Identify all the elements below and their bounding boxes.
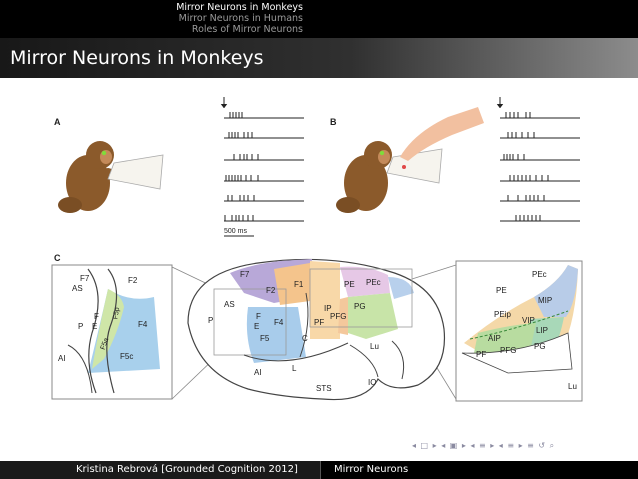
svg-text:F2: F2 <box>128 276 138 285</box>
svg-text:IO: IO <box>368 378 376 387</box>
slide-title: Mirror Neurons in Monkeys <box>10 47 264 69</box>
svg-text:Lu: Lu <box>370 342 379 351</box>
svg-text:AS: AS <box>72 284 83 293</box>
footer-author: Kristina Rebrová [Grounded Cognition 201… <box>76 464 298 475</box>
svg-text:PE: PE <box>344 280 355 289</box>
footer-divider <box>320 461 321 479</box>
nav-item-monkeys[interactable]: Mirror Neurons in Monkeys <box>176 2 303 13</box>
footer-bar: Kristina Rebrová [Grounded Cognition 201… <box>0 461 638 479</box>
food-item <box>402 165 406 169</box>
panel-a-label: A <box>54 117 61 127</box>
footer-section: Mirror Neurons <box>334 464 409 475</box>
svg-text:F5a: F5a <box>100 337 111 351</box>
mirror-neuron-figure: A 500 ms B <box>51 97 583 402</box>
svg-text:MIP: MIP <box>538 296 552 305</box>
svg-text:F: F <box>256 312 261 321</box>
inset-frontal: F7 F2 AS F5p F4 P F E F5a F5c AI <box>51 264 173 400</box>
panel-c-label: C <box>54 253 61 263</box>
spike-trains-a <box>220 97 304 222</box>
nav-item-humans[interactable]: Mirror Neurons in Humans <box>178 13 303 24</box>
beamer-navigation-icons[interactable]: ◂ □ ▸ ◂ ▣ ▸ ◂ ≡ ▸ ◂ ≡ ▸ ≡ ↺ ⌕ <box>412 441 556 450</box>
tray-a <box>107 154 164 190</box>
human-arm <box>400 107 484 161</box>
svg-text:E: E <box>254 322 259 331</box>
svg-text:PFG: PFG <box>330 312 346 321</box>
top-navigation-bar: Mirror Neurons in Monkeys Mirror Neurons… <box>0 0 638 38</box>
svg-text:P: P <box>208 316 213 325</box>
svg-text:F4: F4 <box>274 318 284 327</box>
svg-text:F7: F7 <box>80 274 90 283</box>
svg-text:C: C <box>302 334 308 343</box>
scale-bar-label: 500 ms <box>224 228 247 235</box>
svg-text:PF: PF <box>314 318 324 327</box>
section-navigation: Mirror Neurons in Monkeys Mirror Neurons… <box>0 2 303 35</box>
svg-text:PF: PF <box>476 350 486 359</box>
title-bar: Mirror Neurons in Monkeys <box>0 38 638 78</box>
svg-text:IP: IP <box>324 304 332 313</box>
brain-diagram: F7 F2 F1 PE PEc AS IP PG PF PFG P F E F4… <box>187 258 446 401</box>
svg-text:PEc: PEc <box>532 270 547 279</box>
svg-text:F1: F1 <box>294 280 304 289</box>
svg-text:PG: PG <box>354 302 366 311</box>
svg-text:PEc: PEc <box>366 278 381 287</box>
svg-text:AI: AI <box>254 368 262 377</box>
footer-left-panel <box>0 461 320 479</box>
svg-text:AI: AI <box>58 354 66 363</box>
svg-text:F: F <box>94 312 99 321</box>
svg-text:PG: PG <box>534 342 546 351</box>
spike-trains-b <box>496 97 580 222</box>
inset-parietal: PEc PE MIP PEip VIP LIP AIP PF PFG PG Lu <box>455 260 583 402</box>
nav-item-roles[interactable]: Roles of Mirror Neurons <box>191 24 303 35</box>
svg-text:F2: F2 <box>266 286 276 295</box>
tray-b <box>386 148 443 184</box>
svg-text:P: P <box>78 322 83 331</box>
svg-text:E: E <box>92 322 97 331</box>
svg-text:STS: STS <box>316 384 332 393</box>
svg-text:L: L <box>292 364 297 373</box>
svg-text:PE: PE <box>496 286 507 295</box>
monkey-b-illustration <box>336 141 392 213</box>
svg-text:Lu: Lu <box>568 382 577 391</box>
svg-text:LIP: LIP <box>536 326 548 335</box>
svg-text:F7: F7 <box>240 270 250 279</box>
svg-text:AS: AS <box>224 300 235 309</box>
panel-b-label: B <box>330 117 337 127</box>
svg-text:F5: F5 <box>260 334 270 343</box>
svg-text:VIP: VIP <box>522 316 535 325</box>
svg-text:F5c: F5c <box>120 352 133 361</box>
svg-text:PEip: PEip <box>494 310 511 319</box>
svg-text:PFG: PFG <box>500 346 516 355</box>
svg-text:F4: F4 <box>138 320 148 329</box>
svg-text:F5p: F5p <box>112 307 121 320</box>
svg-text:AIP: AIP <box>488 334 501 343</box>
